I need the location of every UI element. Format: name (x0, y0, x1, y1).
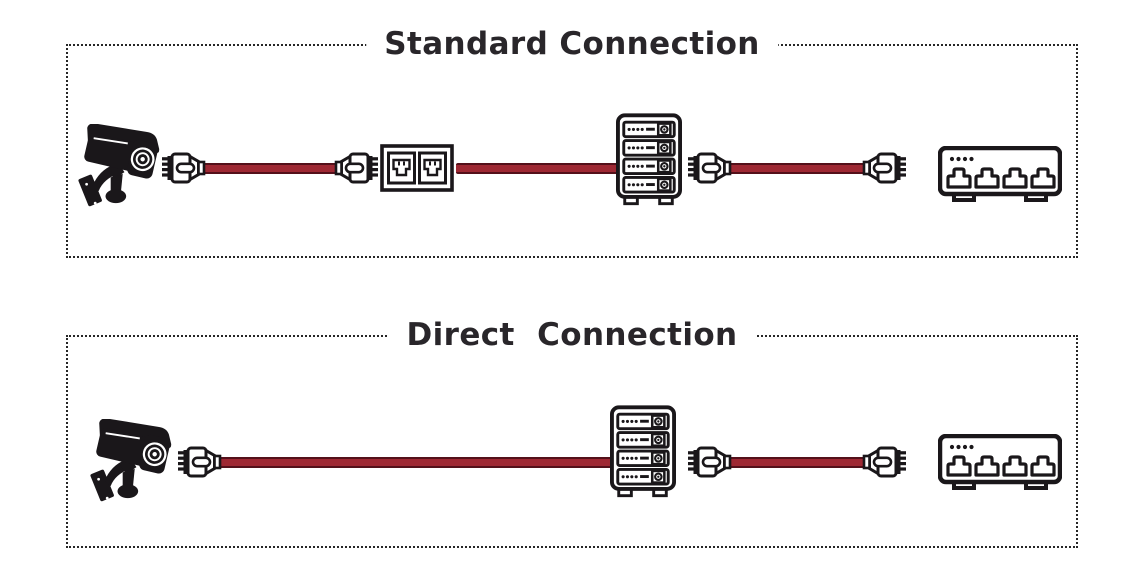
rj45-plug-icon (862, 151, 908, 185)
cctv-camera-icon (90, 419, 176, 505)
ethernet-cable (216, 457, 614, 468)
ethernet-cable (456, 163, 620, 174)
rj45-plug-icon (160, 151, 206, 185)
dual-port-wall-plate-icon (380, 144, 454, 192)
direct-connection-panel: Direct Connection (66, 316, 1078, 548)
network-switch-icon (938, 146, 1062, 204)
server-rack-icon (610, 404, 676, 500)
rj45-plug-icon (334, 151, 380, 185)
panel-title-direct: Direct Connection (388, 316, 756, 354)
standard-connection-panel: Standard Connection (66, 25, 1078, 258)
ethernet-cable (200, 163, 340, 174)
rj45-plug-icon (176, 445, 222, 479)
rj45-plug-icon (686, 151, 732, 185)
panel-title-standard: Standard Connection (366, 25, 778, 63)
rj45-plug-icon (686, 445, 732, 479)
ethernet-cable (726, 163, 868, 174)
rj45-plug-icon (862, 445, 908, 479)
network-switch-icon (938, 434, 1062, 492)
ethernet-cable (726, 457, 868, 468)
server-rack-icon (616, 112, 682, 208)
cctv-camera-icon (78, 124, 164, 210)
